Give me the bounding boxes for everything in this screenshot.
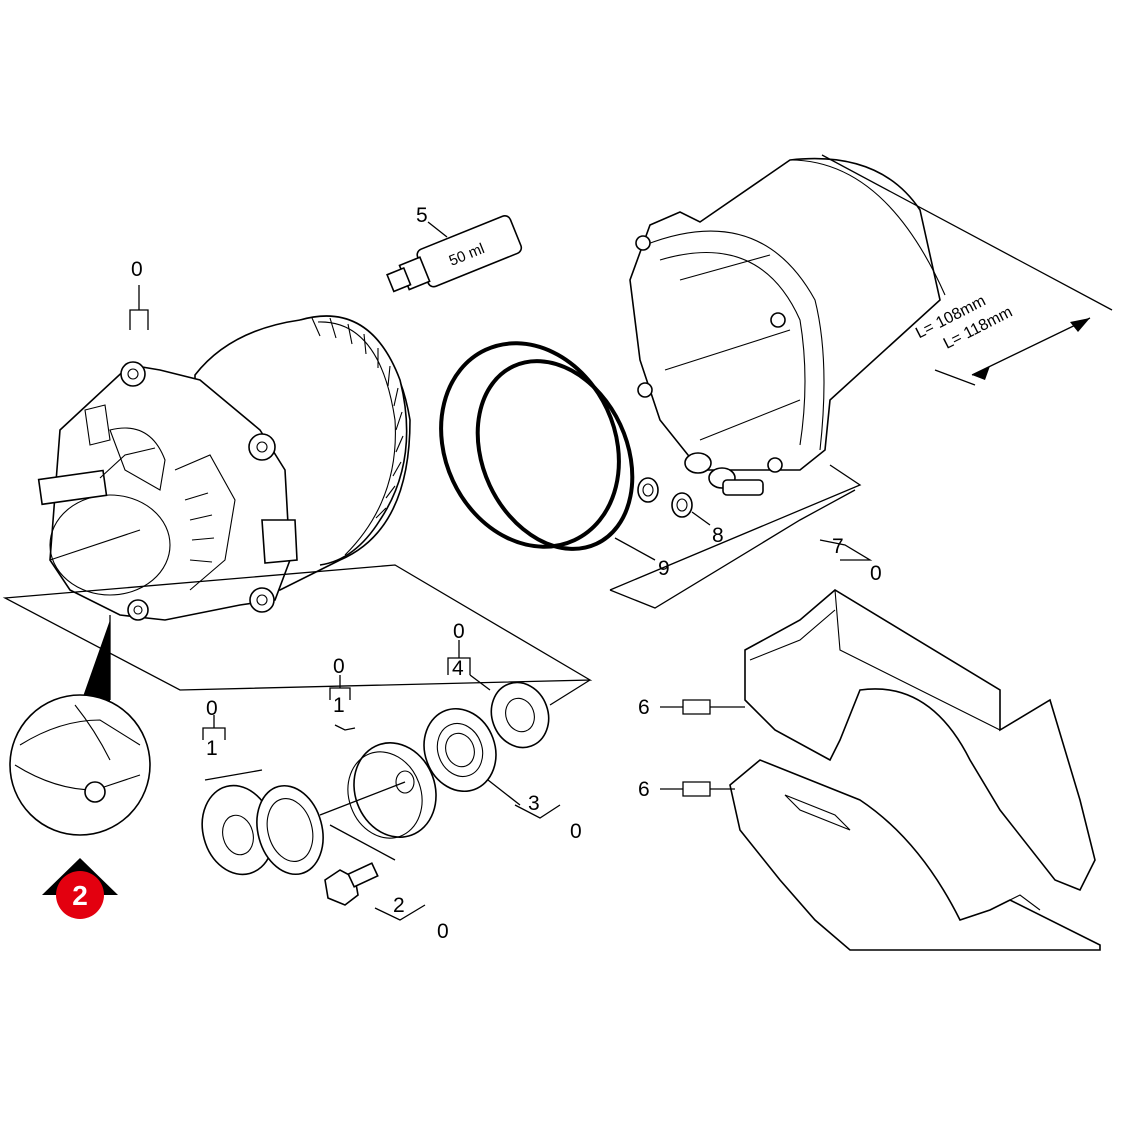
washer-set: 0 1 (201, 697, 396, 876)
callout-0-motor: 0 (131, 258, 143, 281)
pump-housing: L= 108mm L= 118mm 7 0 (609, 154, 1113, 609)
callout-0-washer: 0 (206, 697, 218, 720)
bearing-3: 3 0 (423, 707, 582, 843)
callout-8: 8 (712, 524, 724, 547)
callout-0-bearing4: 0 (453, 620, 465, 643)
grease-tube: 50 ml (386, 214, 523, 293)
callout-0-bearing3: 0 (570, 820, 582, 843)
mounting-brackets: 6 6 (638, 589, 1101, 951)
callout-1-washer: 1 (206, 737, 218, 760)
bearing-4: 0 4 (447, 620, 591, 749)
washer-seals: 8 (637, 477, 724, 547)
screw: 2 0 (324, 862, 449, 943)
page-marker-2[interactable]: 2 (42, 858, 118, 919)
callout-0-housing: 0 (870, 562, 882, 585)
callout-1-cap: 1 (333, 694, 345, 717)
callout-4: 4 (452, 657, 464, 680)
end-cap: 0 1 (319, 655, 437, 839)
callout-6-upper: 6 (638, 696, 650, 719)
callout-2: 2 (393, 894, 405, 917)
callout-6-lower: 6 (638, 778, 650, 801)
callout-5: 5 (416, 204, 428, 227)
callout-0-cap: 0 (333, 655, 345, 678)
callout-3: 3 (528, 792, 540, 815)
callout-0-screw: 0 (437, 920, 449, 943)
callout-7: 7 (832, 535, 844, 558)
o-ring: 9 (439, 341, 670, 580)
motor-assembly: 0 (2, 258, 593, 700)
callout-9: 9 (658, 557, 670, 580)
detail-callout: 2 (9, 620, 151, 919)
marker-number: 2 (72, 880, 88, 911)
